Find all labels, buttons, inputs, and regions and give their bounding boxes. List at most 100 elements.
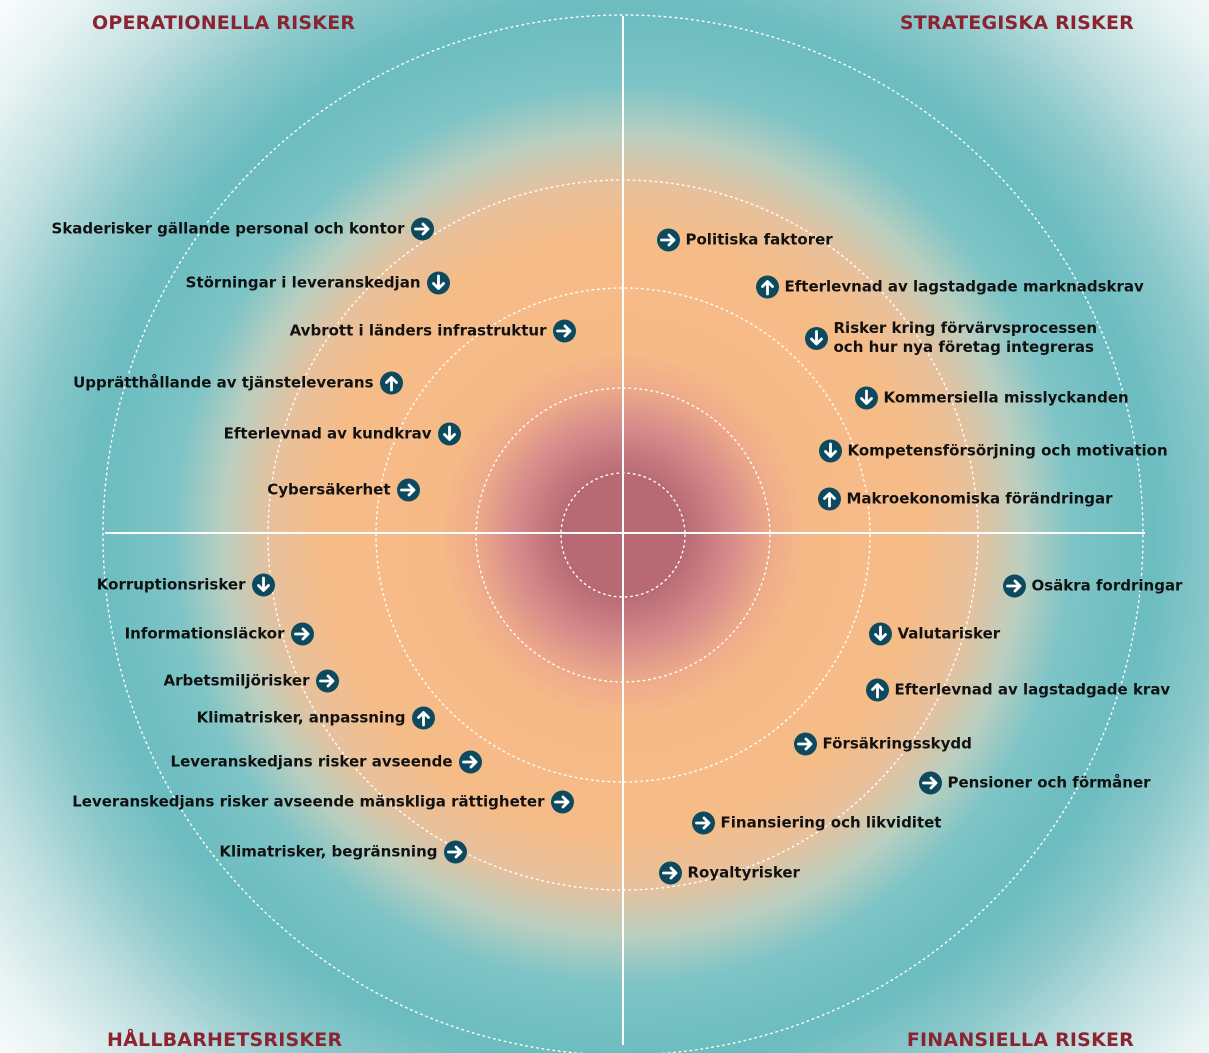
risk-label-line: Korruptionsrisker [96,575,246,594]
arrow-right-icon [656,228,680,252]
risk-label-line: Efterlevnad av lagstadgade marknadskrav [784,277,1144,296]
risk-label: Leveranskedjans risker avseende [171,753,453,772]
risk-label-line: och hur nya företag integreras [833,338,1094,356]
arrow-right-icon [315,669,339,693]
arrow-right-icon [396,478,420,502]
risk-item: Leveranskedjans risker avseende [171,750,482,774]
arrow-right-icon [918,771,942,795]
arrow-right-icon [550,790,574,814]
risk-label-line: Osäkra fordringar [1031,576,1183,595]
arrow-down-icon [426,271,450,295]
risk-label-line: Risker kring förvärvsprocessen [833,319,1098,337]
risk-label: Arbetsmiljörisker [164,672,310,691]
risk-label: Makroekonomiska förändringar [847,490,1113,509]
risk-item: Makroekonomiska förändringar [817,487,1113,511]
risk-label: Finansiering och likviditet [721,814,942,833]
risk-label-line: Kompetensförsörjning och motivation [847,441,1168,460]
risk-item: Pensioner och förmåner [918,771,1151,795]
risk-label-line: Avbrott i länders infrastruktur [289,321,547,340]
arrow-right-icon [410,217,434,241]
risk-item: Leveranskedjans risker avseende mänsklig… [72,790,574,814]
risk-item: Efterlevnad av lagstadgade marknadskrav [755,275,1144,299]
arrow-down-icon [854,386,878,410]
quadrant-title-operational: OPERATIONELLA RISKER [92,12,356,34]
risk-label: Cybersäkerhet [267,481,390,500]
risk-label: Osäkra fordringar [1032,577,1183,596]
risk-label-line: Kommersiella misslyckanden [883,388,1129,407]
arrow-up-icon [411,706,435,730]
ring-5 [102,14,1144,1053]
risk-label: Avbrott i länders infrastruktur [290,322,547,341]
risk-item: Cybersäkerhet [267,478,420,502]
risk-label: Valutarisker [898,625,1001,644]
risk-label: Klimatrisker, anpassning [197,709,406,728]
risk-label-line: Skaderisker gällande personal och kontor [51,219,405,238]
risk-label: Skaderisker gällande personal och kontor [52,220,405,239]
risk-item: Osäkra fordringar [1002,574,1183,598]
risk-item: Efterlevnad av lagstadgade krav [865,678,1171,702]
risk-label: Försäkringsskydd [823,735,972,754]
risk-label: Efterlevnad av kundkrav [224,425,432,444]
ring-3 [375,287,871,783]
arrow-down-icon [804,326,828,350]
arrow-down-icon [818,439,842,463]
risk-label-line: Informationsläckor [124,624,285,643]
risk-label-line: Arbetsmiljörisker [163,671,310,690]
risk-label-line: Försäkringsskydd [822,734,972,753]
risk-label: Korruptionsrisker [97,576,246,595]
risk-item: Avbrott i länders infrastruktur [290,319,576,343]
arrow-up-icon [817,487,841,511]
arrow-right-icon [290,622,314,646]
risk-item: Royaltyrisker [658,861,800,885]
arrow-right-icon [793,732,817,756]
quadrant-title-financial: FINANSIELLA RISKER [906,1029,1134,1051]
arrow-right-icon [658,861,682,885]
risk-label-line: Royaltyrisker [687,863,800,882]
risk-item: Kommersiella misslyckanden [854,386,1129,410]
risk-label-line: Störningar i leveranskedjan [185,273,421,292]
arrow-right-icon [1002,574,1026,598]
risk-label-line: Valutarisker [897,624,1001,643]
risk-label-line: Leveranskedjans risker avseende mänsklig… [72,792,545,811]
risk-item: Korruptionsrisker [97,573,275,597]
risk-label-line: Efterlevnad av kundkrav [223,424,432,443]
risk-item: Finansiering och likviditet [691,811,942,835]
risk-item: Störningar i leveranskedjan [186,271,450,295]
risk-label-line: Cybersäkerhet [267,480,391,499]
risk-label-line: Klimatrisker, anpassning [196,708,406,727]
quadrant-title-sustainability: HÅLLBARHETSRISKER [107,1029,343,1051]
risk-label-line: Politiska faktorer [685,230,833,249]
risk-label: Klimatrisker, begränsning [219,843,437,862]
quadrant-title-strategic: STRATEGISKA RISKER [899,12,1134,34]
risk-label: Leveranskedjans risker avseende mänsklig… [72,793,544,812]
risk-label: Royaltyrisker [688,864,800,883]
risk-item: Politiska faktorer [656,228,833,252]
risk-label-line: Makroekonomiska förändringar [846,489,1113,508]
risk-item: Arbetsmiljörisker [164,669,339,693]
risk-label-line: Pensioner och förmåner [947,773,1151,792]
risk-label: Politiska faktorer [686,231,833,250]
risk-label: Efterlevnad av lagstadgade marknadskrav [785,278,1144,297]
risk-label: Störningar i leveranskedjan [186,274,421,293]
risk-label-line: Klimatrisker, begränsning [219,842,438,861]
risk-item: Försäkringsskydd [793,732,972,756]
arrow-up-icon [379,371,403,395]
risk-label: Upprätthållande av tjänsteleverans [73,374,373,393]
risk-item: Skaderisker gällande personal och kontor [52,217,434,241]
risk-item: Klimatrisker, anpassning [197,706,435,730]
risk-label: Pensioner och förmåner [948,774,1151,793]
arrow-right-icon [552,319,576,343]
arrow-right-icon [443,840,467,864]
risk-item: Valutarisker [868,622,1001,646]
risk-item: Efterlevnad av kundkrav [224,422,461,446]
risk-label: Informationsläckor [125,625,285,644]
risk-label-line: Upprätthållande av tjänsteleverans [73,373,374,392]
risk-label-line: Leveranskedjans risker avseende [170,752,453,771]
risk-item: Klimatrisker, begränsning [219,840,467,864]
risk-label-line: Efterlevnad av lagstadgade krav [894,680,1171,699]
risk-label: Efterlevnad av lagstadgade krav [895,681,1171,700]
